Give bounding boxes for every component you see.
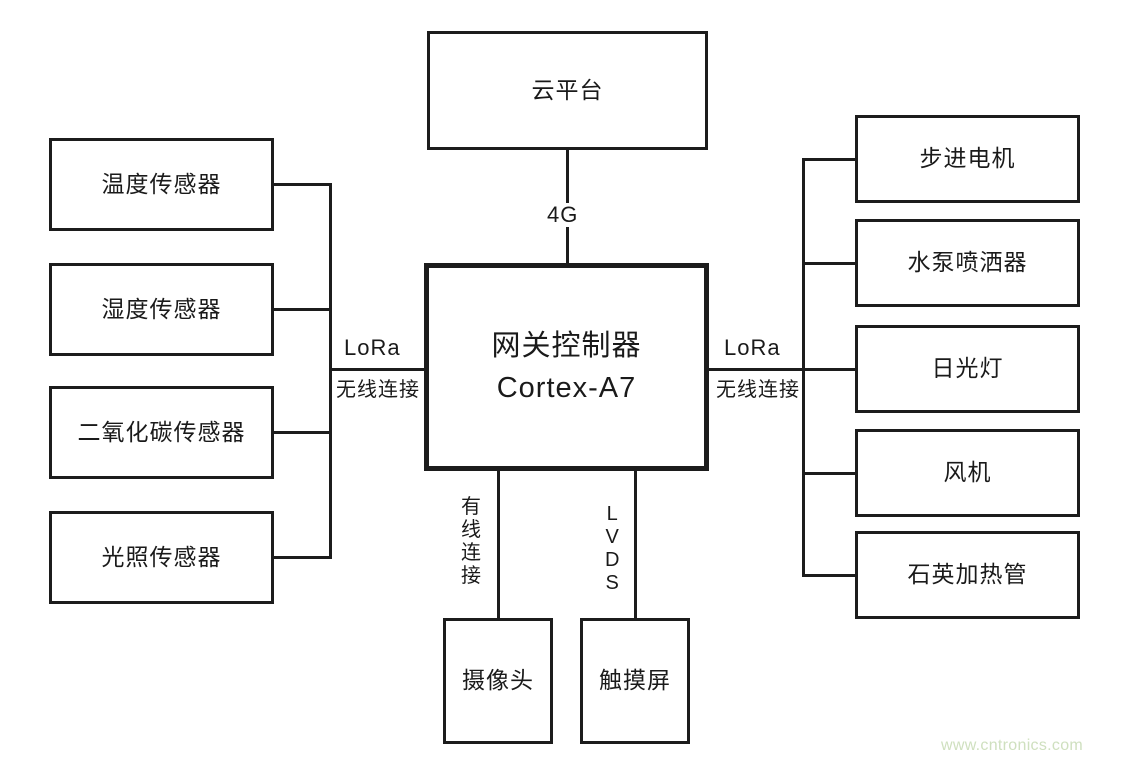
node-label: 摄像头: [462, 667, 534, 694]
wire-gateway-to-actuator-bus: [706, 368, 805, 371]
node-sensor-light[interactable]: 光照传感器: [49, 511, 274, 604]
edge-label-lvds: L V D S: [603, 503, 623, 595]
node-label: 温度传感器: [101, 170, 222, 197]
wire-stub-temperature: [272, 183, 332, 186]
node-sensor-co2[interactable]: 二氧化碳传感器: [49, 386, 274, 479]
edge-label-wireless-left: 无线连接: [334, 379, 422, 401]
node-label: 步进电机: [919, 145, 1016, 172]
edge-label-lora-right: LoRa: [722, 335, 783, 361]
wire-stub-stepper-motor: [802, 158, 858, 161]
node-actuator-water-pump[interactable]: 水泵喷洒器: [855, 219, 1080, 307]
wire-stub-humidity: [272, 308, 332, 311]
node-actuator-fluorescent-lamp[interactable]: 日光灯: [855, 325, 1080, 413]
wire-gateway-to-camera: [497, 469, 500, 621]
node-gateway-controller[interactable]: 网关控制器 Cortex-A7: [424, 263, 709, 471]
wire-gateway-to-touchscreen: [634, 469, 637, 621]
edge-label-4g: 4G: [545, 202, 581, 228]
node-label: 风机: [943, 459, 992, 486]
node-actuator-fan[interactable]: 风机: [855, 429, 1080, 517]
node-touchscreen[interactable]: 触摸屏: [580, 618, 690, 744]
node-label: 二氧化碳传感器: [77, 418, 246, 445]
node-cloud-platform[interactable]: 云平台: [427, 31, 708, 150]
node-label: 日光灯: [931, 355, 1004, 382]
wire-stub-quartz-heater: [802, 574, 858, 577]
node-camera[interactable]: 摄像头: [443, 618, 553, 744]
node-label: 触摸屏: [599, 667, 671, 694]
node-label: 网关控制器 Cortex-A7: [491, 329, 642, 404]
wire-stub-fan: [802, 472, 858, 475]
node-sensor-temperature[interactable]: 温度传感器: [49, 138, 274, 231]
node-actuator-quartz-heater[interactable]: 石英加热管: [855, 531, 1080, 619]
node-label: 石英加热管: [907, 561, 1028, 588]
node-label: 云平台: [531, 76, 604, 103]
node-label: 光照传感器: [101, 543, 222, 570]
edge-label-wired-connection: 有 线 连 接: [459, 496, 484, 588]
wire-sensor-bus: [329, 183, 332, 559]
wire-stub-light: [272, 556, 332, 559]
wire-stub-water-pump: [802, 262, 858, 265]
edge-label-wireless-right: 无线连接: [714, 379, 802, 401]
node-actuator-stepper-motor[interactable]: 步进电机: [855, 115, 1080, 203]
wire-sensor-bus-to-gateway: [329, 368, 427, 371]
wire-actuator-bus: [802, 158, 805, 576]
wire-stub-co2: [272, 431, 332, 434]
edge-label-lora-left: LoRa: [342, 335, 403, 361]
node-label: 水泵喷洒器: [907, 249, 1028, 276]
watermark: www.cntronics.com: [941, 737, 1084, 754]
node-label: 湿度传感器: [101, 295, 222, 322]
node-sensor-humidity[interactable]: 湿度传感器: [49, 263, 274, 356]
wire-stub-fluorescent-lamp: [802, 368, 858, 371]
